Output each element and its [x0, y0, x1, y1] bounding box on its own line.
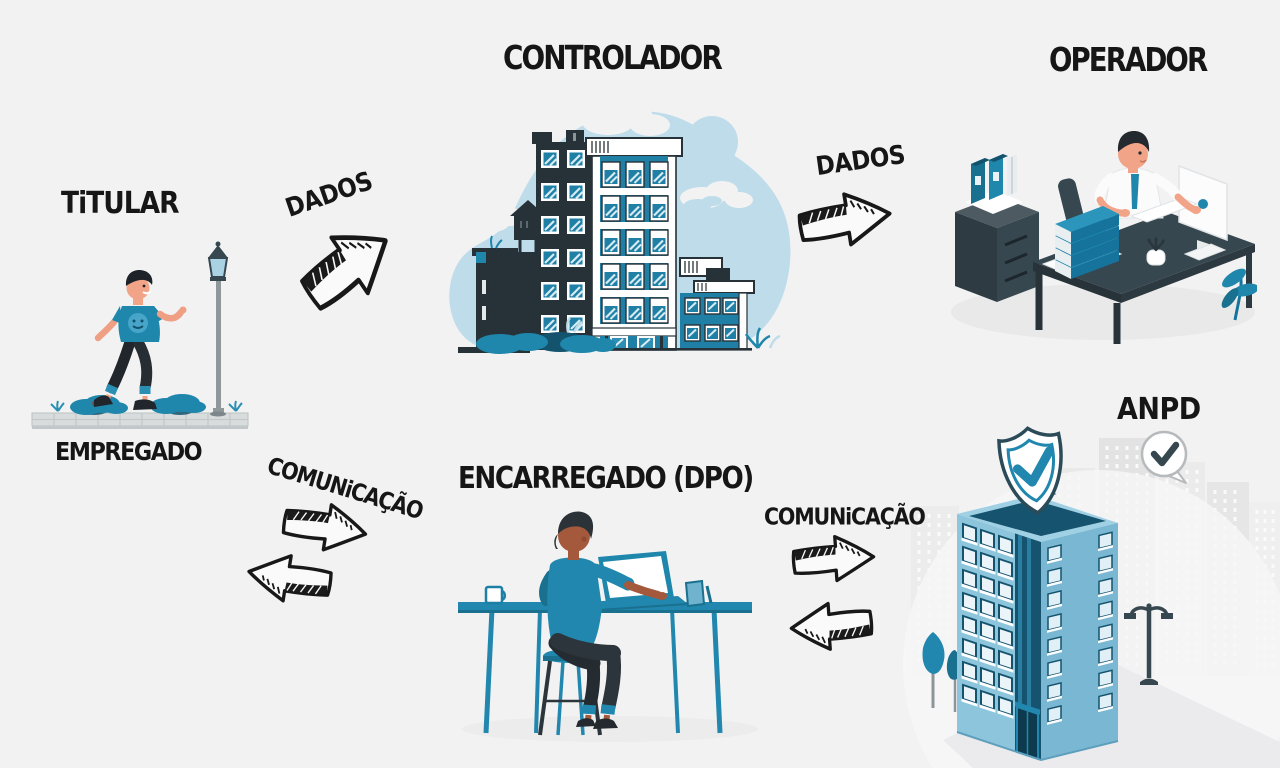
arrow-forward: [791, 535, 876, 583]
controlador-illustration: [449, 102, 791, 354]
operador-label: OPERADOR: [1049, 41, 1208, 80]
anpd-label: ANPD: [1117, 392, 1201, 427]
titular-illustration: [31, 241, 249, 429]
white-tower: [585, 137, 683, 351]
anpd-building: [956, 487, 1119, 762]
street-lamp-icon: [1124, 603, 1173, 685]
right-plants: [744, 327, 781, 349]
dark-tower: [532, 130, 596, 350]
shield-check-icon: [997, 426, 1063, 515]
dpo-person: [538, 511, 667, 645]
desktop-monitor: [1178, 164, 1228, 261]
tie: [1131, 174, 1139, 209]
arrow-backward: [789, 601, 874, 651]
arrows-encarregado-anpd: [787, 533, 883, 659]
empregado-label: EMPREGADO: [55, 438, 203, 467]
small-cloud: [684, 196, 722, 211]
sun-icon: [686, 116, 738, 168]
desk-plant: [1221, 268, 1257, 321]
binders-on-cabinet: [971, 154, 1017, 204]
floor-shadow: [951, 284, 1255, 340]
controlador-label: CONTROLADOR: [503, 39, 723, 78]
walking-person: [92, 270, 187, 410]
anpd-illustration: [903, 426, 1280, 768]
laptop: [588, 551, 689, 611]
coffee-mug: [484, 585, 507, 605]
sidewalk: [31, 412, 249, 429]
encarregado-label: ENCARREGADO (DPO): [458, 461, 754, 496]
arrow-titular-to-controlador: [284, 207, 412, 326]
arrow-controlador-to-operador: [795, 188, 894, 251]
small-blue-building: [679, 257, 755, 350]
hair: [1117, 131, 1150, 152]
comunicacao-label-2: COMUNiCAÇÃO: [764, 503, 926, 530]
office-worker: [1094, 131, 1201, 223]
desk: [1033, 212, 1255, 344]
grass-sprigs: [50, 400, 243, 412]
titular-label: TiTULAR: [61, 186, 179, 221]
tablet-stand: [684, 579, 713, 608]
dados-label-2: DADOS: [814, 140, 907, 182]
binder-stack: [1055, 206, 1119, 279]
filing-cabinet: [955, 154, 1039, 302]
operador-illustration: [951, 131, 1257, 344]
bushes: [476, 317, 616, 354]
street-lamp-icon: [207, 241, 229, 417]
encarregado-illustration: [458, 511, 758, 742]
trees: [922, 632, 963, 712]
dpo-legs: [548, 633, 622, 729]
papers: [965, 190, 1023, 214]
speech-bubble-check-icon: [1140, 430, 1188, 484]
pen-cup: [1146, 237, 1166, 266]
